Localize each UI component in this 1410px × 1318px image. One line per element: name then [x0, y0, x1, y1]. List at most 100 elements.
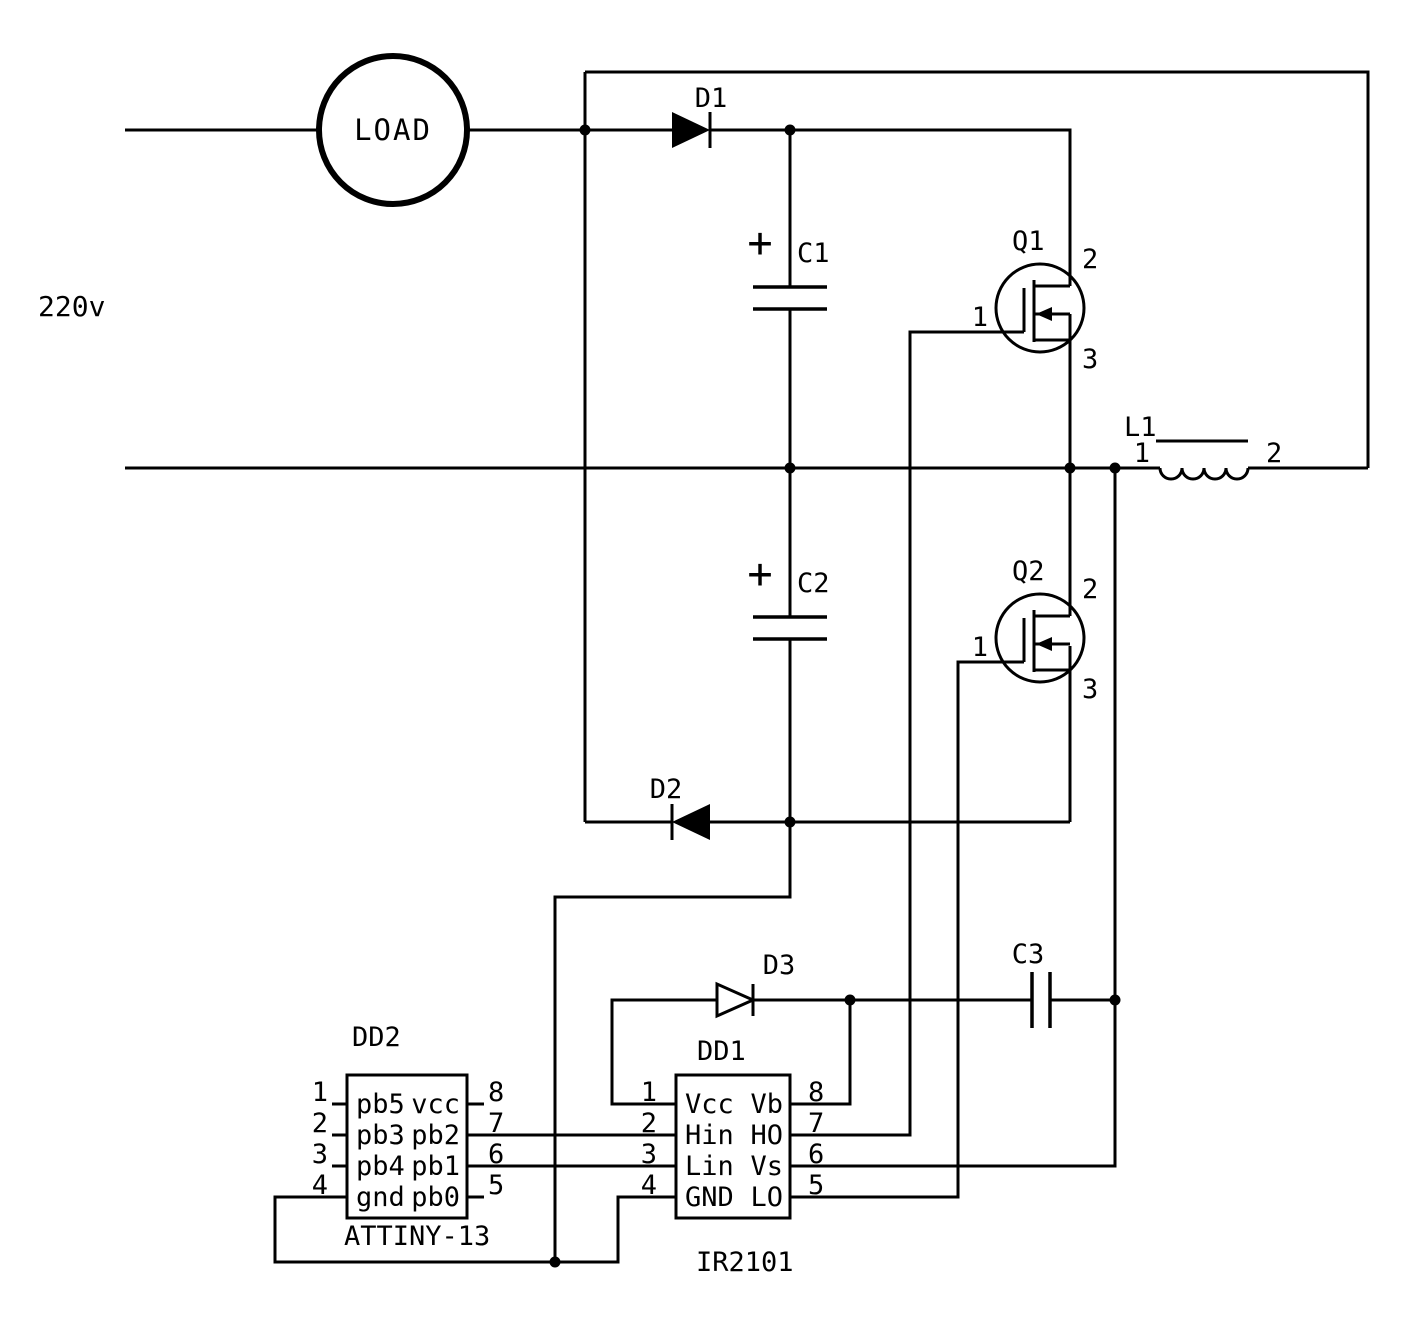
wire-ground-bus	[273, 1195, 676, 1264]
junction-dot	[549, 1256, 561, 1268]
wire-lo-to-q2-gate	[790, 660, 1024, 1199]
diode-d2-triangle	[672, 804, 710, 840]
wire-network	[125, 70, 1370, 1264]
inductor-l1-ref: L1	[1124, 412, 1157, 443]
junction-dots	[549, 124, 1121, 1268]
diode-d2: D2	[650, 774, 710, 840]
junction-dot	[1064, 462, 1076, 474]
mosfet-q1-arrow	[1036, 307, 1052, 321]
diode-d3: D3	[715, 950, 796, 1019]
mosfet-q2-arrow	[1036, 637, 1052, 651]
dd2-pin-number: 4	[312, 1170, 328, 1201]
dd2-pin-number: 1	[312, 1077, 328, 1108]
dd2-pin-number: 8	[488, 1077, 504, 1108]
diode-d1-triangle	[672, 112, 710, 148]
ic-dd2-box	[345, 1073, 469, 1220]
diode-d3-ref: D3	[763, 950, 796, 981]
junction-dot	[784, 816, 796, 828]
dd2-pin-name: gnd	[356, 1182, 405, 1213]
capacitor-c2-plates	[753, 615, 827, 641]
dd1-pin-number: 1	[641, 1077, 657, 1108]
dd1-pin-number: 5	[808, 1170, 824, 1201]
dd1-pin-name: Vs	[750, 1151, 783, 1182]
dd1-pin-number: 8	[808, 1077, 824, 1108]
diode-d1-ref: D1	[695, 83, 728, 114]
capacitor-c1-ref: C1	[797, 238, 830, 269]
capacitor-c2-polarity: +	[747, 549, 772, 598]
capacitor-c1-plates	[753, 285, 827, 311]
dd1-pin-name: Hin	[685, 1120, 734, 1151]
ic-dd1-ref: DD1	[697, 1036, 746, 1067]
dd1-pin-number: 4	[641, 1170, 657, 1201]
mosfet-q2-pin-gate: 1	[972, 632, 988, 663]
dd2-pin-name: pb5	[356, 1089, 405, 1120]
dd2-pin-number: 3	[312, 1139, 328, 1170]
dd2-pin-number: 5	[488, 1170, 504, 1201]
capacitor-c1: + C1	[747, 218, 830, 311]
load-component: LOAD	[316, 53, 470, 207]
diode-d3-triangle	[715, 981, 757, 1019]
dd1-pin-number: 6	[808, 1139, 824, 1170]
mosfet-q1-body	[994, 262, 1086, 354]
ic-dd2-ref: DD2	[352, 1022, 401, 1053]
dd2-pin-name: pb0	[411, 1182, 460, 1213]
dd2-pin-number: 6	[488, 1139, 504, 1170]
inductor-l1-pin2: 2	[1266, 438, 1282, 469]
dd1-pin-name: HO	[750, 1120, 783, 1151]
dd1-pin-number: 3	[641, 1139, 657, 1170]
dd2-pin-name: pb1	[411, 1151, 460, 1182]
capacitor-c3-plates	[1030, 972, 1052, 1028]
mosfet-q2-pin-drain: 2	[1082, 574, 1098, 605]
junction-dot	[784, 124, 796, 136]
junction-dot	[1109, 462, 1121, 474]
junction-dot	[1109, 994, 1121, 1006]
ic-dd2: DD2 ATTINY-13 1 2 3 4 pb5 pb3 pb4 gnd vc…	[312, 1022, 505, 1252]
mosfet-q1-pin-drain: 2	[1082, 244, 1098, 275]
wire-top-loop	[585, 70, 1370, 468]
junction-dot	[579, 124, 591, 136]
dd1-pin-name: Lin	[685, 1151, 734, 1182]
wire-vs	[790, 468, 1117, 1168]
inductor-l1-pin1: 1	[1134, 438, 1150, 469]
junction-dot	[784, 462, 796, 474]
mosfet-q2-ref: Q2	[1012, 556, 1045, 587]
dd1-pin-name: Vcc	[685, 1089, 734, 1120]
dd1-pin-name: GND	[685, 1182, 734, 1213]
capacitor-c2-ref: C2	[797, 568, 830, 599]
junction-dot	[844, 994, 856, 1006]
wire-d3-to-vcc	[610, 998, 717, 1106]
mosfet-q1-ref: Q1	[1012, 226, 1045, 257]
capacitor-c1-polarity: +	[747, 218, 772, 267]
wire-ground-jog	[553, 822, 792, 1262]
dd2-pin-number: 2	[312, 1108, 328, 1139]
dd1-pin-number: 2	[641, 1108, 657, 1139]
inductor-l1: L1 1 2	[1124, 412, 1282, 481]
mosfet-q1-pin-source: 3	[1082, 344, 1098, 375]
capacitor-c3-ref: C3	[1012, 939, 1045, 970]
capacitor-c3: C3	[1012, 939, 1052, 1028]
ic-dd1: DD1 IR2101 1 2 3 4 Vcc Hin Lin GND Vb HO…	[641, 1036, 825, 1278]
load-label: LOAD	[354, 113, 432, 147]
ic-dd1-part: IR2101	[696, 1247, 794, 1278]
diode-d2-ref: D2	[650, 774, 683, 805]
ic-dd2-part: ATTINY-13	[344, 1221, 490, 1252]
mosfet-q1: Q1 2 1 3	[972, 226, 1099, 375]
inductor-l1-coil	[1158, 467, 1250, 481]
dd2-pin-name: pb2	[411, 1120, 460, 1151]
supply-voltage-label: 220v	[38, 290, 105, 323]
wire-ho-to-q1-gate	[790, 330, 1024, 1137]
dd2-pin-number: 7	[488, 1108, 504, 1139]
dd2-pin-name: vcc	[411, 1089, 460, 1120]
dd1-pin-number: 7	[808, 1108, 824, 1139]
dd2-pin-name: pb3	[356, 1120, 405, 1151]
mosfet-q1-pin-gate: 1	[972, 302, 988, 333]
load-circle	[316, 53, 470, 207]
wire-vb	[790, 1000, 852, 1106]
capacitor-c2: + C2	[747, 549, 830, 641]
mosfet-q2: Q2 2 1 3	[972, 556, 1099, 705]
ic-dd1-box	[674, 1073, 792, 1220]
dd2-pin-name: pb4	[356, 1151, 405, 1182]
